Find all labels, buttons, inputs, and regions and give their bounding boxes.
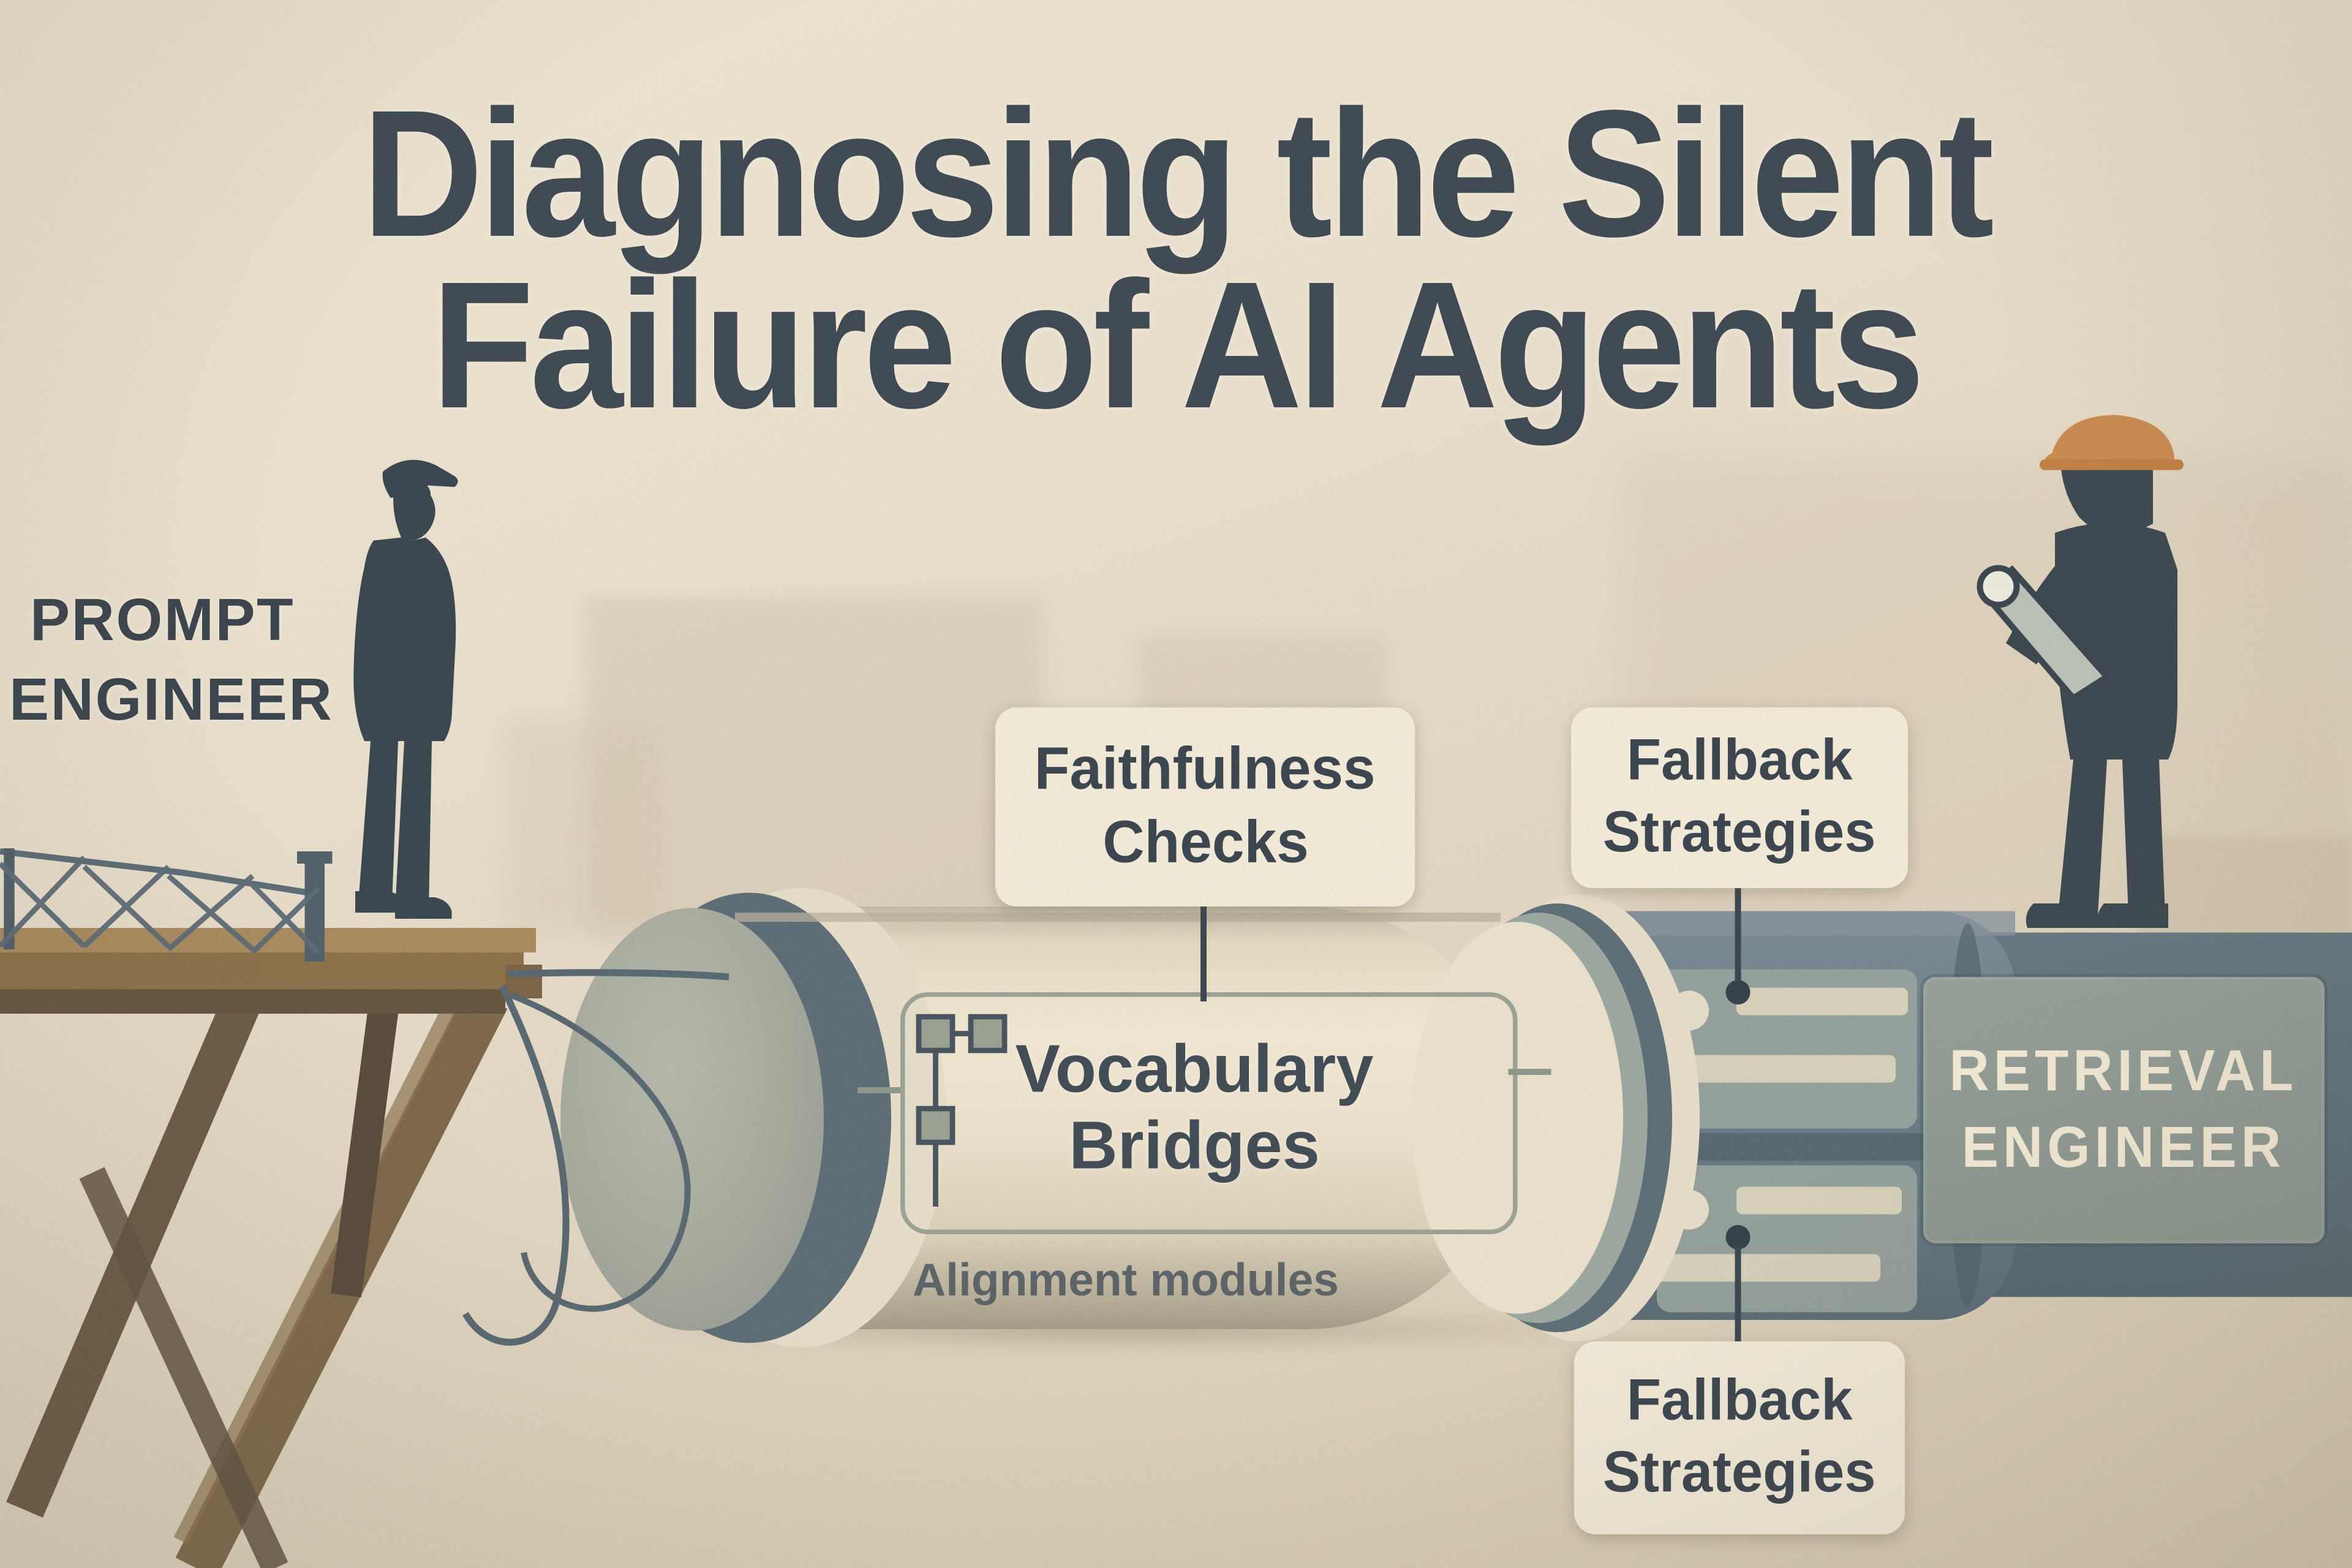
callout-fallback-strategies-bottom: Fallback Strategies bbox=[1574, 1341, 1905, 1534]
page-title: Diagnosing the Silent Failure of AI Agen… bbox=[82, 85, 2269, 437]
module-connector-stub bbox=[1508, 1069, 1551, 1075]
loose-cables-icon bbox=[462, 969, 729, 1346]
callout-connector-line bbox=[1200, 903, 1207, 1001]
text-bar-icon bbox=[1736, 1186, 1902, 1215]
retrieval-engineer-figure bbox=[1977, 415, 2184, 928]
connector-dot bbox=[1725, 1225, 1751, 1250]
flat-cap-icon bbox=[382, 459, 458, 498]
title-line-2: Failure of AI Agents bbox=[431, 245, 1924, 447]
callout-connector-line bbox=[1735, 1246, 1741, 1341]
connector-dot bbox=[1725, 980, 1751, 1005]
alignment-modules-caption: Alignment modules bbox=[913, 1256, 1339, 1306]
retrieval-engineer-label: RETRIEVAL ENGINEER bbox=[1923, 977, 2324, 1243]
hard-hat-brim bbox=[2040, 459, 2184, 470]
prompt-engineer-label: PROMPT ENGINEER bbox=[9, 588, 334, 734]
text-bar-icon bbox=[1736, 987, 1908, 1016]
prompt-engineer-figure bbox=[353, 459, 458, 919]
scroll-end-icon bbox=[1977, 565, 2020, 608]
callout-faithfulness-checks: Faithfulness Checks bbox=[995, 707, 1415, 907]
list-panel-icon bbox=[1648, 1165, 1917, 1313]
vocabulary-bridges-label: Vocabulary Bridges bbox=[1015, 1032, 1374, 1184]
callout-fallback-strategies-top: Fallback Strategies bbox=[1571, 707, 1908, 888]
text-bar-icon bbox=[1648, 1254, 1880, 1282]
callout-connector-line bbox=[1735, 885, 1741, 986]
skyline-backdrop bbox=[505, 720, 665, 934]
pipe-highlight bbox=[1605, 911, 2015, 936]
hard-hat-icon bbox=[2045, 415, 2174, 462]
